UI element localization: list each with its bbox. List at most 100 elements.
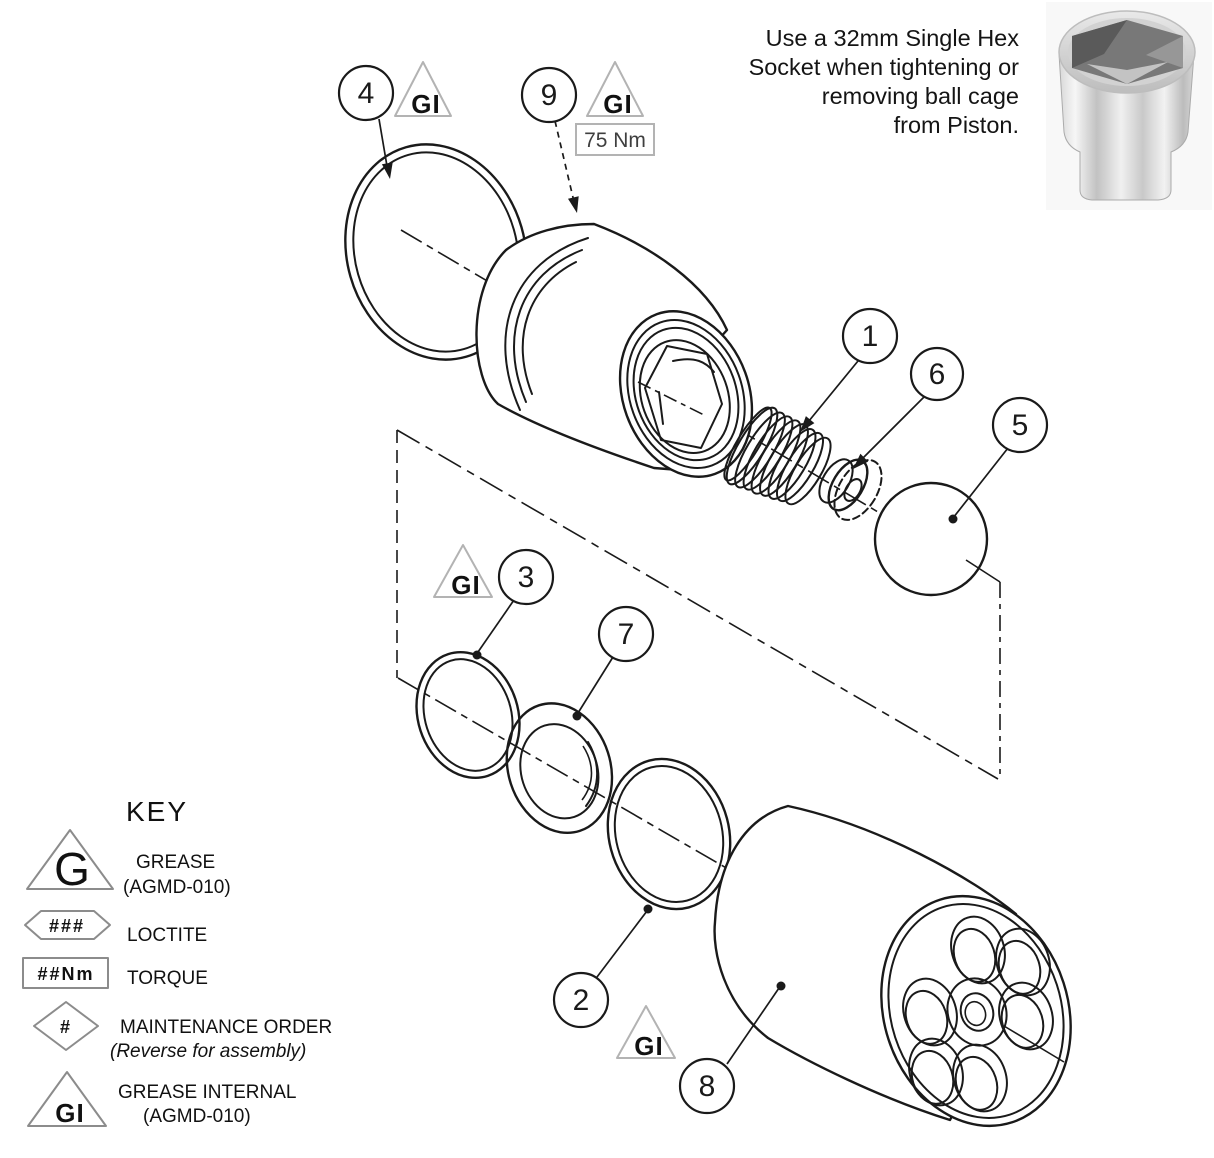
leader-3 — [477, 599, 515, 653]
oring-2 — [606, 757, 732, 911]
callout-number: 4 — [358, 77, 375, 110]
washer — [505, 702, 614, 835]
callout-circle — [909, 346, 965, 402]
socket-body — [1058, 53, 1195, 201]
grease-internal-triangle-icon — [433, 544, 493, 598]
gi-triangle-part4: GI — [394, 61, 452, 119]
oring-4-inner — [352, 151, 520, 353]
key-symbol: # — [60, 1017, 72, 1037]
oring-4-outer — [344, 143, 528, 361]
washer-bore-edge-2 — [581, 745, 593, 801]
callout-2: 2 — [552, 971, 610, 1029]
retainer-notched-rim — [833, 459, 883, 521]
barrel-groove-2 — [513, 249, 583, 403]
barrel-groove-1 — [504, 237, 589, 411]
leader-lines — [378, 118, 1009, 1065]
bore-outer — [902, 977, 958, 1047]
key-entry-grease: G GREASE (AGMD-010) — [26, 829, 231, 898]
bore-outer — [998, 981, 1054, 1051]
gi-triangle-part3: GI — [433, 544, 493, 600]
key-entry-grease-internal: GI GREASE INTERNAL (AGMD-010) — [27, 1071, 296, 1128]
callout-6: 6 — [909, 346, 965, 402]
oring-3-outer — [415, 651, 521, 779]
grease-internal-triangle-icon — [586, 61, 644, 117]
key-legend: KEY G GREASE (AGMD-010) ### LOCTITE ##Nm… — [22, 796, 332, 1128]
note-line-3: removing ball cage — [822, 83, 1019, 109]
note-line-2: Socket when tightening or — [749, 54, 1020, 80]
block-centerline-segment — [1003, 1025, 1065, 1063]
oring-3-inner — [422, 658, 514, 772]
cylinder-block — [713, 804, 1072, 1128]
bore-inner — [904, 989, 949, 1045]
barrel-hex-inner-edge-1 — [672, 358, 715, 373]
grease-internal-triangle-icon — [394, 61, 452, 117]
callout-9: 9 — [520, 66, 578, 124]
callout-1: 1 — [841, 307, 899, 365]
callout-circle — [841, 307, 899, 365]
callout-circle — [991, 396, 1049, 454]
leader-7-dot — [572, 711, 582, 721]
gi-label: GI — [603, 89, 632, 119]
bore-inner — [952, 927, 997, 983]
oring-2-inner — [613, 764, 725, 904]
phantom-diagonal — [396, 429, 999, 780]
leader-1 — [803, 360, 859, 428]
callout-number: 7 — [618, 618, 635, 651]
leader-9 — [554, 120, 576, 207]
loctite-hexagon-icon — [24, 910, 111, 940]
key-entry-torque: ##Nm TORQUE — [22, 957, 208, 989]
bore-inner — [910, 1049, 955, 1105]
washer-bore-edge-1 — [585, 741, 599, 807]
leader-9-arrowhead — [568, 196, 579, 213]
callout-4: 4 — [337, 64, 395, 122]
retainer-hole — [843, 478, 863, 502]
torque-box-icon — [22, 957, 109, 989]
leader-1-arrowhead — [800, 416, 815, 432]
leader-5 — [952, 447, 1009, 519]
callout-circle — [597, 605, 655, 663]
key-label: MAINTENANCE ORDER — [120, 1017, 332, 1038]
block-front-face — [880, 894, 1072, 1128]
key-label: GREASE INTERNAL — [118, 1082, 296, 1103]
block-center-boss — [946, 977, 1008, 1047]
socket-photo — [1046, 2, 1212, 210]
key-sublabel: (AGMD-010) — [123, 877, 231, 898]
gi-triangle-part9: GI — [586, 61, 644, 119]
gi-label: GI — [634, 1031, 663, 1061]
bore-outer — [995, 927, 1051, 997]
oring-3 — [415, 651, 521, 779]
spring-coil — [767, 428, 817, 500]
callout-circle — [678, 1057, 736, 1115]
key-label: GREASE — [136, 852, 215, 873]
gi-triangle-part8: GI — [616, 1005, 676, 1061]
oring-4 — [344, 143, 528, 361]
callout-number: 6 — [929, 358, 946, 391]
leader-6-arrowhead — [853, 453, 869, 469]
spring-coil — [776, 431, 824, 503]
maintenance-order-diamond-icon — [33, 1001, 99, 1051]
bore-outer — [952, 1043, 1008, 1113]
callout-number: 5 — [1012, 409, 1029, 442]
callout-3: 3 — [497, 548, 555, 606]
key-sublabel: (AGMD-010) — [143, 1106, 251, 1127]
leader-3-dot — [472, 650, 482, 660]
barrel-front-rim-mid — [626, 319, 746, 469]
leader-8-dot — [776, 981, 786, 991]
socket-hex-right-facet — [1146, 36, 1183, 68]
key-label: TORQUE — [127, 968, 208, 989]
grease-internal-triangle-icon — [27, 1071, 107, 1127]
callout-number: 9 — [541, 79, 558, 112]
barrel-hex-socket — [644, 345, 723, 449]
key-label: LOCTITE — [127, 925, 207, 946]
boss-thread-bore — [964, 1000, 987, 1027]
key-symbol: ### — [49, 916, 85, 936]
bore-centerline — [637, 381, 707, 417]
key-symbol: G — [54, 843, 90, 895]
callout-circle — [552, 971, 610, 1029]
barrel-front-rim-inner — [632, 326, 740, 462]
key-symbol: ##Nm — [37, 964, 94, 984]
torque-badge: 75 Nm — [575, 123, 655, 156]
washer-outer — [505, 702, 614, 835]
ball — [873, 481, 989, 597]
